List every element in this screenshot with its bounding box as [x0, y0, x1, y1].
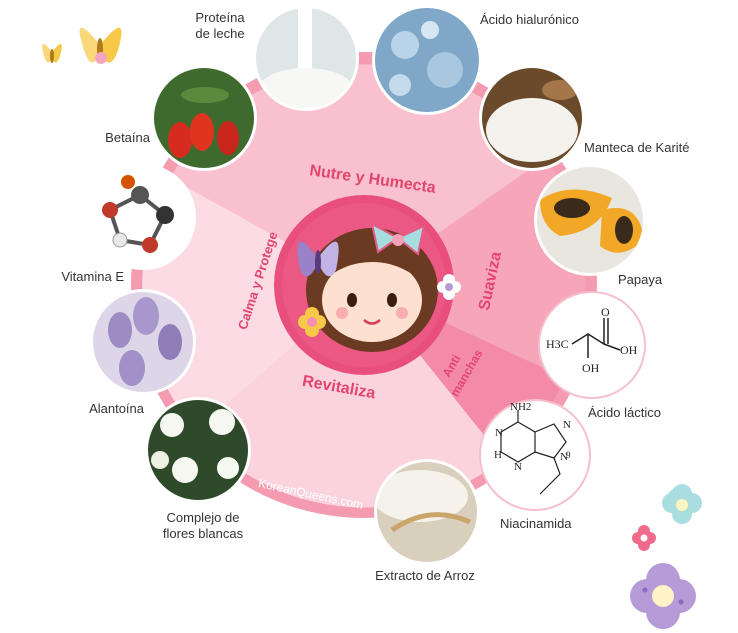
label-complejo-de-flores-blancas: Complejo de flores blancas	[162, 510, 244, 541]
photo-niacinamide: NH2 N N N N H 9	[479, 399, 591, 511]
sector-calma-y-protege	[142, 178, 364, 431]
butterfly-icon	[79, 27, 122, 64]
label-acido-lactico: Ácido láctico	[588, 405, 661, 420]
chem-oh: OH	[582, 361, 600, 375]
photo-water	[372, 5, 482, 115]
chem-nh2: NH2	[510, 401, 531, 413]
butterfly-icon	[297, 241, 339, 277]
girl-illustration	[297, 222, 461, 352]
label-acido-hialuronico: Ácido hialurónico	[480, 12, 580, 27]
chem-n: N	[560, 451, 568, 463]
flower-icon	[437, 274, 461, 300]
bow-icon	[370, 222, 426, 256]
sector-nutre-y-humecta	[170, 64, 546, 285]
chem-o: O	[601, 305, 610, 319]
flower-icon	[298, 307, 326, 337]
chem-9: 9	[566, 450, 571, 460]
sector-suaviza	[364, 158, 586, 378]
chem-n: N	[563, 419, 571, 431]
photo-bell-flowers	[90, 289, 196, 395]
label-alantoina: Alantoína	[89, 401, 144, 416]
chem-oh: OH	[620, 343, 638, 357]
photo-white-flowers	[145, 397, 251, 503]
label-manteca-de-karite: Manteca de Karité	[584, 140, 690, 155]
photo-papaya	[534, 164, 646, 276]
photo-molecule	[90, 164, 196, 270]
photo-shea	[479, 65, 585, 171]
label-extracto-de-arroz: Extracto de Arroz	[375, 568, 475, 583]
photo-rice	[374, 459, 480, 565]
chem-h: H	[494, 449, 502, 461]
photo-milk	[253, 5, 359, 111]
label-proteina-de-leche: Proteína de leche	[195, 10, 245, 41]
photo-goji	[151, 65, 257, 171]
sector-revitaliza	[196, 285, 503, 508]
chem-n: N	[495, 427, 503, 439]
butterfly-icon	[42, 43, 62, 63]
label-niacinamida: Niacinamida	[500, 516, 572, 531]
label-vitamina-e: Vitamina E	[61, 269, 124, 284]
flower-icon	[632, 525, 656, 551]
flower-icon	[662, 484, 702, 524]
flower-icon	[630, 563, 696, 629]
label-betaina: Betaína	[105, 130, 150, 145]
photo-lactic-acid: H3C O OH OH	[538, 291, 646, 399]
chem-n: N	[514, 461, 522, 473]
chem-h3c: H3C	[546, 337, 569, 351]
label-papaya: Papaya	[618, 272, 663, 287]
